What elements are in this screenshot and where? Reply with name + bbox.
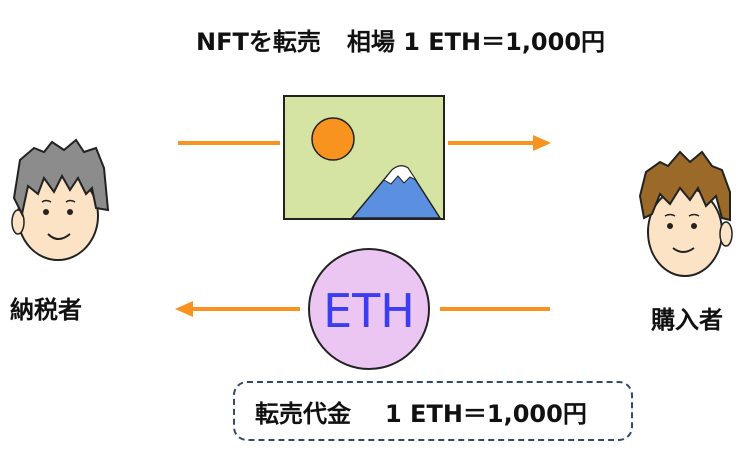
mountain-snowcap — [383, 165, 418, 185]
eth-coin-label: ETH — [323, 284, 415, 338]
seller-label: 納税者 — [10, 296, 82, 324]
title-rate: 相場 1 ETH＝1,000円 — [346, 28, 606, 56]
title-main: NFTを転売 — [196, 28, 321, 56]
transfer-arrowhead — [533, 135, 551, 151]
eth-coin-icon — [308, 248, 430, 370]
payment-amount: 1 ETH＝1,000円 — [385, 400, 587, 428]
payment-callout-text: 転売代金 1 ETH＝1,000円 — [255, 394, 587, 429]
buyer-label: 購入者 — [651, 306, 723, 334]
sun-icon — [311, 117, 355, 161]
payment-label: 転売代金 — [255, 400, 351, 428]
payment-arrowhead — [175, 301, 193, 317]
seller-avatar-icon — [11, 138, 110, 261]
payment-callout-box — [233, 381, 633, 441]
nft-artwork-icon — [283, 95, 445, 220]
buyer-avatar-icon — [638, 150, 733, 277]
diagram-title: NFTを転売相場 1 ETH＝1,000円 — [196, 22, 666, 57]
